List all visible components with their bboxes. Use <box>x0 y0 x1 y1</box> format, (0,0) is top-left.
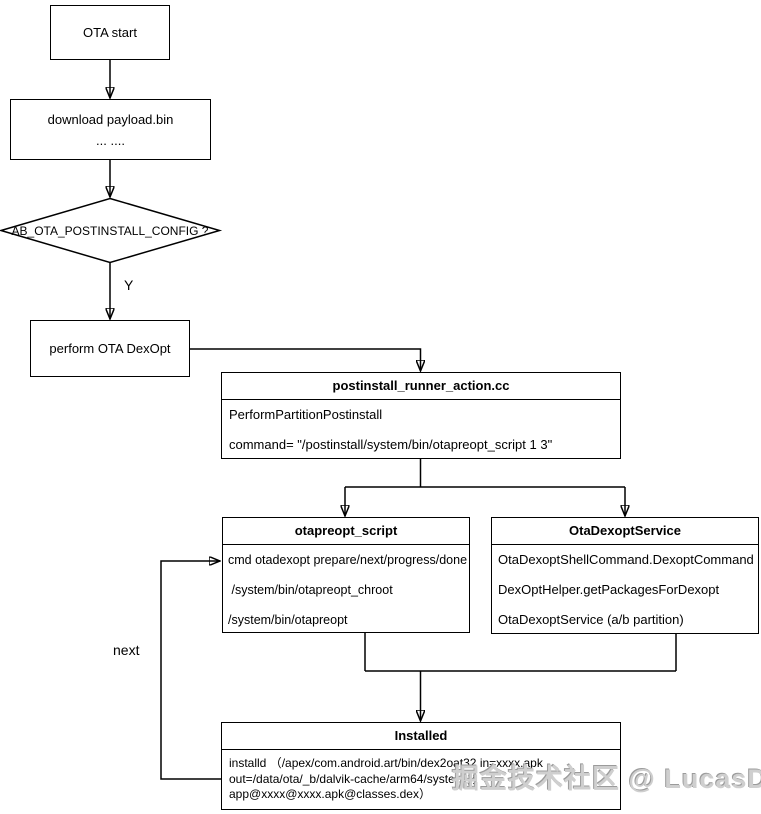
node-otadexopt-line: OtaDexoptService (a/b partition) <box>498 612 684 627</box>
decision-diamond-shape <box>0 197 223 264</box>
node-ota-start-label: OTA start <box>83 25 137 40</box>
node-download-payload: download payload.bin ... .... <box>10 99 211 160</box>
node-otapreopt-title: otapreopt_script <box>223 518 469 545</box>
connector-installed-next-loop <box>160 561 221 780</box>
node-installed-line: out=/data/ota/_b/dalvik-cache/arm64/syst… <box>229 771 477 786</box>
node-perform-label: perform OTA DexOpt <box>49 341 171 356</box>
node-otapreopt-script: otapreopt_script cmd otadexopt prepare/n… <box>222 517 470 633</box>
edge-label-yes: Y <box>124 277 134 293</box>
node-ota-start: OTA start <box>50 5 170 60</box>
node-otadexopt-body: OtaDexoptShellCommand.DexoptCommand DexO… <box>492 545 758 628</box>
node-installed-line: installd （/apex/com.android.art/bin/dex2… <box>229 756 543 770</box>
node-otapreopt-line: cmd otadexopt prepare/next/progress/done <box>228 553 468 567</box>
node-postinstall-runner-action: postinstall_runner_action.cc PerformPart… <box>221 372 621 459</box>
node-postinstall-body: PerformPartitionPostinstall command= "/p… <box>222 400 620 453</box>
node-otadexopt-line: OtaDexoptShellCommand.DexoptCommand <box>498 552 754 567</box>
node-download-line2: ... .... <box>96 132 125 148</box>
edge-label-next: next <box>113 642 140 658</box>
decision-node-label: AB_OTA_POSTINSTALL_CONFIG ? <box>11 224 209 238</box>
node-postinstall-title: postinstall_runner_action.cc <box>222 373 620 400</box>
node-postinstall-line: PerformPartitionPostinstall <box>229 407 383 422</box>
node-perform-ota-dexopt: perform OTA DexOpt <box>30 320 190 377</box>
node-otapreopt-line: /system/bin/otapreopt_chroot <box>228 583 393 597</box>
node-otapreopt-body: cmd otadexopt prepare/next/progress/done… <box>223 545 469 628</box>
node-installed-title: Installed <box>222 723 620 750</box>
node-otapreopt-line: /system/bin/otapreopt <box>228 613 348 627</box>
node-otadexopt-title: OtaDexoptService <box>492 518 758 545</box>
node-installed-body: installd （/apex/com.android.art/bin/dex2… <box>222 750 620 803</box>
node-ota-dexopt-service: OtaDexoptService OtaDexoptShellCommand.D… <box>491 517 759 634</box>
connector-perform-to-postinstall <box>190 348 421 371</box>
node-installed-line: app@xxxx@xxxx.apk@classes.dex） <box>229 787 431 801</box>
node-download-line1: download payload.bin <box>47 111 174 127</box>
node-otadexopt-line: DexOptHelper.getPackagesForDexopt <box>498 582 720 597</box>
node-installed: Installed installd （/apex/com.android.ar… <box>221 722 621 810</box>
node-postinstall-line: command= "/postinstall/system/bin/otapre… <box>229 437 553 452</box>
